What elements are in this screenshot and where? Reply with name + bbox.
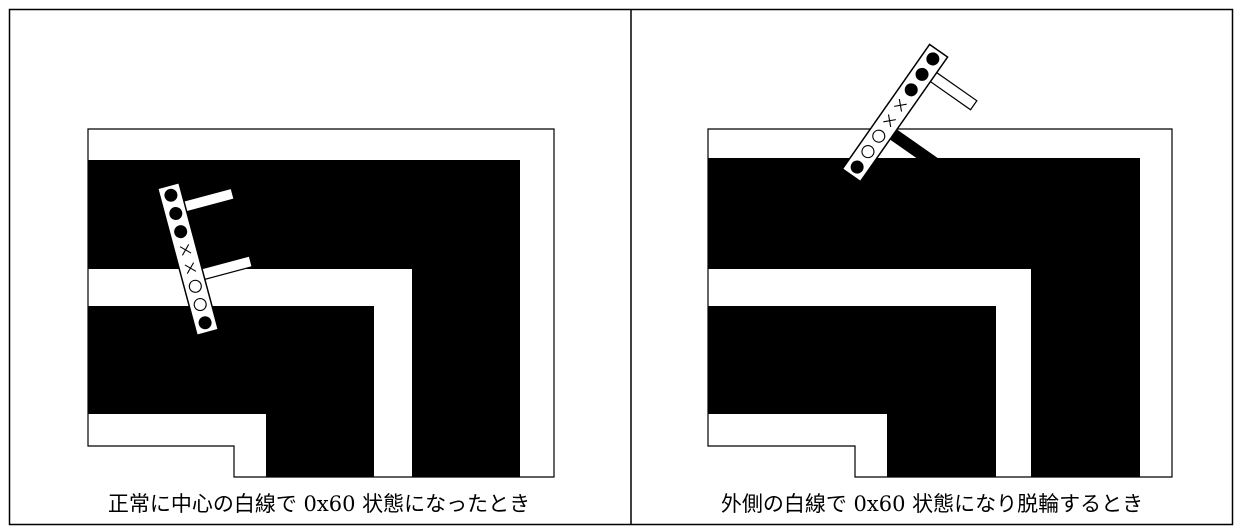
cross-mark-icon (179, 244, 192, 256)
left-caption: 正常に中心の白線で 0x60 状態になったとき (107, 492, 531, 516)
white-circle-icon (188, 279, 202, 293)
white-circle-icon (193, 297, 207, 312)
black-dot-icon (850, 160, 864, 174)
black-dot-icon (915, 67, 929, 81)
left-black-area-outer (88, 160, 520, 477)
cross-mark-icon (184, 262, 197, 274)
right-course (707, 128, 1173, 478)
right-robot (841, 43, 978, 183)
cross-mark-icon (894, 98, 907, 112)
black-dot-icon (926, 52, 940, 66)
white-circle-icon (872, 129, 886, 143)
left-sensor-bar (156, 181, 220, 337)
left-black-area-inner (88, 306, 374, 477)
black-dot-icon (169, 206, 183, 220)
right-sensor-marks (850, 52, 940, 174)
right-caption: 外側の白線で 0x60 状態になり脱輪するとき (720, 492, 1144, 516)
black-dot-icon (198, 316, 212, 330)
outer-border (8, 8, 1234, 526)
white-circle-icon (861, 145, 875, 159)
cross-mark-icon (883, 114, 896, 128)
left-robot (156, 181, 253, 337)
black-dot-icon (164, 188, 178, 202)
black-dot-icon (174, 225, 188, 239)
left-sensor-marks (164, 188, 212, 330)
right-wheel-top (927, 70, 978, 111)
right-black-area-outer (708, 158, 1140, 477)
left-course (87, 128, 555, 478)
black-dot-icon (904, 83, 918, 97)
right-black-area-inner (708, 306, 996, 477)
